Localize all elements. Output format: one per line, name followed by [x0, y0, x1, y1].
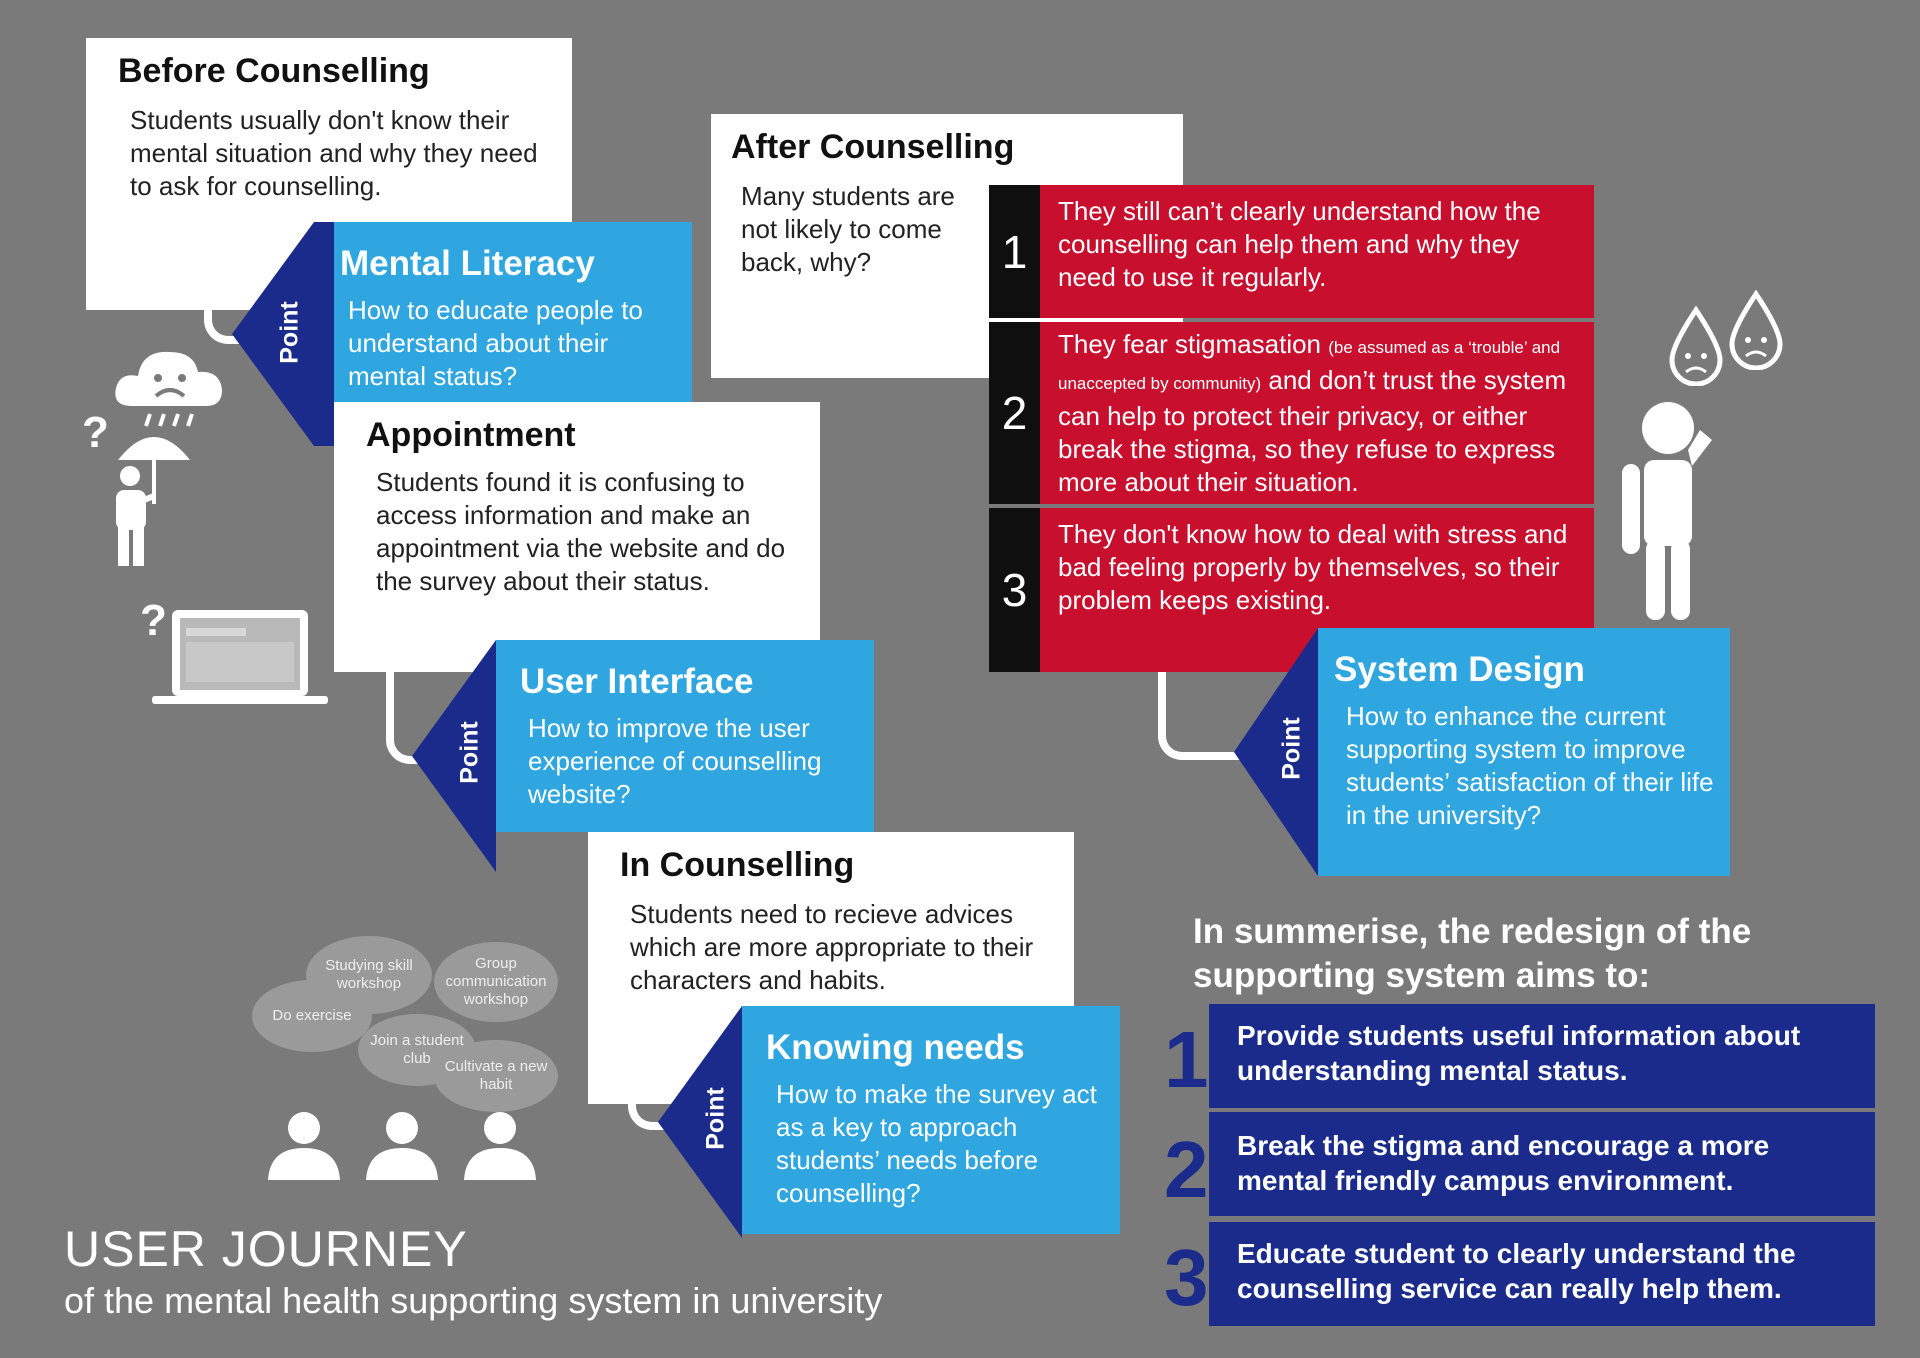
connector-in-counselling	[628, 1098, 680, 1130]
sad-drop-icon	[1669, 306, 1723, 386]
system-design-point-triangle	[1234, 628, 1318, 876]
reason-row-1: They still can’t clearly understand how …	[1040, 185, 1594, 318]
bubble-group: Group communication workshop	[434, 942, 558, 1022]
appointment-title: Appointment	[366, 416, 576, 454]
in-counselling-title: In Counselling	[620, 846, 855, 884]
appointment-card: Appointment Students found it is confusi…	[334, 402, 820, 672]
after-counselling-text: Many students are not likely to come bac…	[741, 181, 955, 277]
summary-row-1: Provide students useful information abou…	[1209, 1004, 1875, 1108]
knowing-needs-point-label: Point	[701, 1087, 730, 1150]
before-counselling-title: Before Counselling	[118, 52, 430, 90]
summary-row-3: Educate student to clearly understand th…	[1209, 1222, 1875, 1326]
reason-number-2: 2	[989, 322, 1040, 504]
system-design-point-label: Point	[1277, 717, 1306, 780]
summary-text-1: Provide students useful information abou…	[1237, 1020, 1801, 1086]
reason-text-2b: and don’t trust the system can help to p…	[1058, 365, 1567, 497]
mental-literacy-title: Mental Literacy	[340, 244, 595, 283]
sad-drop-icon	[1729, 290, 1783, 370]
knowing-needs-point-triangle	[658, 1006, 742, 1238]
summary-heading: In summerise, the redesign of the suppor…	[1193, 912, 1752, 995]
user-interface-point-label: Point	[455, 721, 484, 784]
footer-subtitle: of the mental health supporting system i…	[64, 1280, 883, 1321]
before-counselling-card: Before Counselling Students usually don'…	[86, 38, 572, 310]
in-counselling-text: Students need to recieve advices which a…	[630, 899, 1034, 995]
footer-title: USER JOURNEY	[64, 1221, 468, 1277]
laptop-icon	[152, 610, 328, 704]
appointment-text: Students found it is confusing to access…	[376, 467, 786, 596]
before-counselling-text: Students usually don't know their mental…	[130, 105, 538, 201]
reason-text-1: They still can’t clearly understand how …	[1058, 196, 1541, 292]
reason-text-2a: They fear stigmasation	[1058, 329, 1322, 359]
summary-number-1: 1	[1164, 1015, 1209, 1104]
summary-number-2: 2	[1164, 1125, 1209, 1214]
question-mark-icon: ?	[140, 596, 167, 645]
connector-after	[1158, 672, 1246, 760]
user-interface-text: How to improve the user experience of co…	[528, 713, 822, 809]
umbrella-person-icon	[116, 437, 190, 566]
reason-number-3: 3	[989, 508, 1040, 672]
knowing-needs-card: Knowing needs How to make the survey act…	[742, 1006, 1120, 1234]
mental-literacy-card: Mental Literacy How to educate people to…	[334, 222, 692, 402]
connector-before	[204, 306, 256, 344]
user-interface-title: User Interface	[520, 662, 754, 701]
question-mark-icon: ?	[82, 408, 109, 457]
reason-text-2-small: (be assumed as a ‘trouble’ and unaccepte…	[1058, 338, 1561, 393]
reason-text-2: They fear stigmasation (be assumed as a …	[1058, 328, 1583, 499]
mental-literacy-text: How to educate people to understand abou…	[348, 295, 643, 391]
reason-number-1: 1	[989, 185, 1040, 318]
confused-person-icon	[1622, 402, 1712, 620]
mental-literacy-point-band	[314, 222, 334, 446]
summary-number-3: 3	[1164, 1233, 1209, 1322]
summary-text-2: Break the stigma and encourage a more me…	[1237, 1130, 1770, 1196]
user-interface-card: User Interface How to improve the user e…	[496, 640, 874, 832]
mental-literacy-point-triangle	[232, 222, 314, 446]
system-design-title: System Design	[1334, 650, 1585, 689]
reason-text-3: They don't know how to deal with stress …	[1058, 519, 1568, 615]
reason-row-2: They fear stigmasation (be assumed as a …	[1040, 322, 1594, 504]
people-icon	[268, 1112, 536, 1180]
after-counselling-title: After Counselling	[731, 128, 1015, 166]
sad-cloud-icon	[115, 351, 222, 427]
bubble-studying: Studying skill workshop	[306, 936, 432, 1014]
summary-text-3: Educate student to clearly understand th…	[1237, 1238, 1796, 1304]
system-design-card: System Design How to enhance the current…	[1318, 628, 1730, 876]
system-design-text: How to enhance the current supporting sy…	[1346, 701, 1714, 830]
knowing-needs-text: How to make the survey act as a key to a…	[776, 1079, 1097, 1208]
bubble-habit: Cultivate a new habit	[434, 1040, 558, 1112]
user-interface-point-triangle	[412, 640, 496, 872]
summary-row-2: Break the stigma and encourage a more me…	[1209, 1112, 1875, 1216]
knowing-needs-title: Knowing needs	[766, 1028, 1025, 1067]
mental-literacy-point-label: Point	[275, 301, 304, 364]
